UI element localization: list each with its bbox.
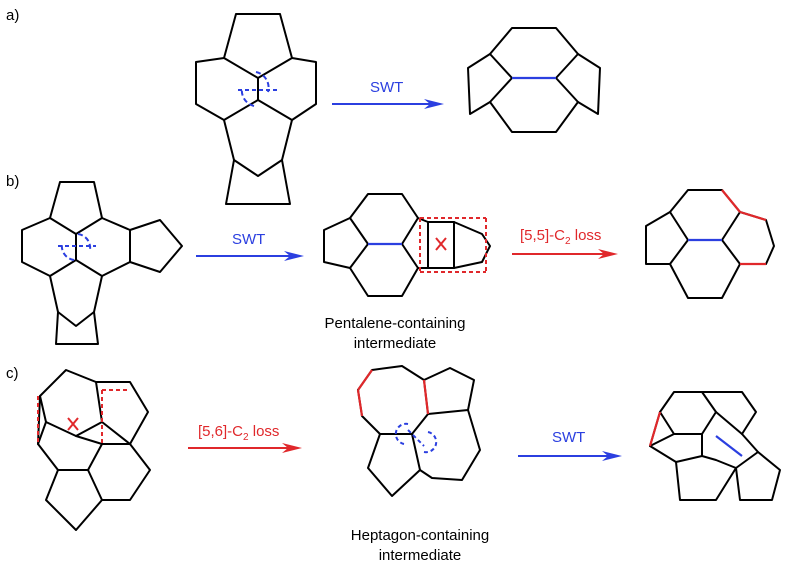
rotation-arc-icon — [240, 87, 255, 107]
cross-mark-icon — [67, 417, 79, 431]
caption-heptagon-line1: Heptagon-containing — [351, 527, 489, 544]
arrow-label-swt-b: SWT — [232, 231, 265, 248]
rotated-bond — [715, 435, 743, 457]
molecule-c-product — [648, 391, 781, 501]
panel-label-b: b) — [6, 173, 19, 190]
arrow-b-swt: SWT — [196, 231, 304, 261]
arrow-c-swt: SWT — [518, 429, 622, 461]
molecule-a-reactant — [195, 13, 317, 205]
rotation-arc-icon — [394, 422, 409, 445]
cross-mark-icon — [435, 237, 447, 251]
molecule-c-intermediate — [356, 365, 481, 497]
molecule-b-intermediate — [323, 193, 491, 297]
arrow-label-swt-c: SWT — [552, 429, 585, 446]
rotation-arc-icon — [60, 243, 75, 261]
arrow-a-swt: SWT — [332, 79, 444, 109]
molecule-b-reactant — [21, 181, 183, 345]
panel-label-c: c) — [6, 365, 19, 382]
arrow-label-swt: SWT — [370, 79, 403, 96]
arrow-label-55-c2-loss: [5,5]-C2 loss — [520, 227, 601, 247]
arrow-label-56-c2-loss: [5,6]-C2 loss — [198, 423, 279, 443]
caption-pentalene-line2: intermediate — [354, 335, 437, 352]
arrow-b-c2-loss: [5,5]-C2 loss — [512, 227, 618, 259]
molecule-a-product — [467, 27, 601, 133]
molecule-b-product — [645, 189, 775, 299]
caption-pentalene-line1: Pentalene-containing — [325, 315, 466, 332]
molecule-c-reactant — [37, 369, 151, 531]
rotation-arc-icon — [255, 71, 270, 93]
rotation-arc-icon — [423, 431, 438, 454]
arrow-c-c2-loss: [5,6]-C2 loss — [188, 423, 302, 453]
rotation-arc-icon — [77, 233, 92, 251]
caption-heptagon-line2: intermediate — [379, 547, 462, 564]
panel-label-a: a) — [6, 7, 19, 24]
